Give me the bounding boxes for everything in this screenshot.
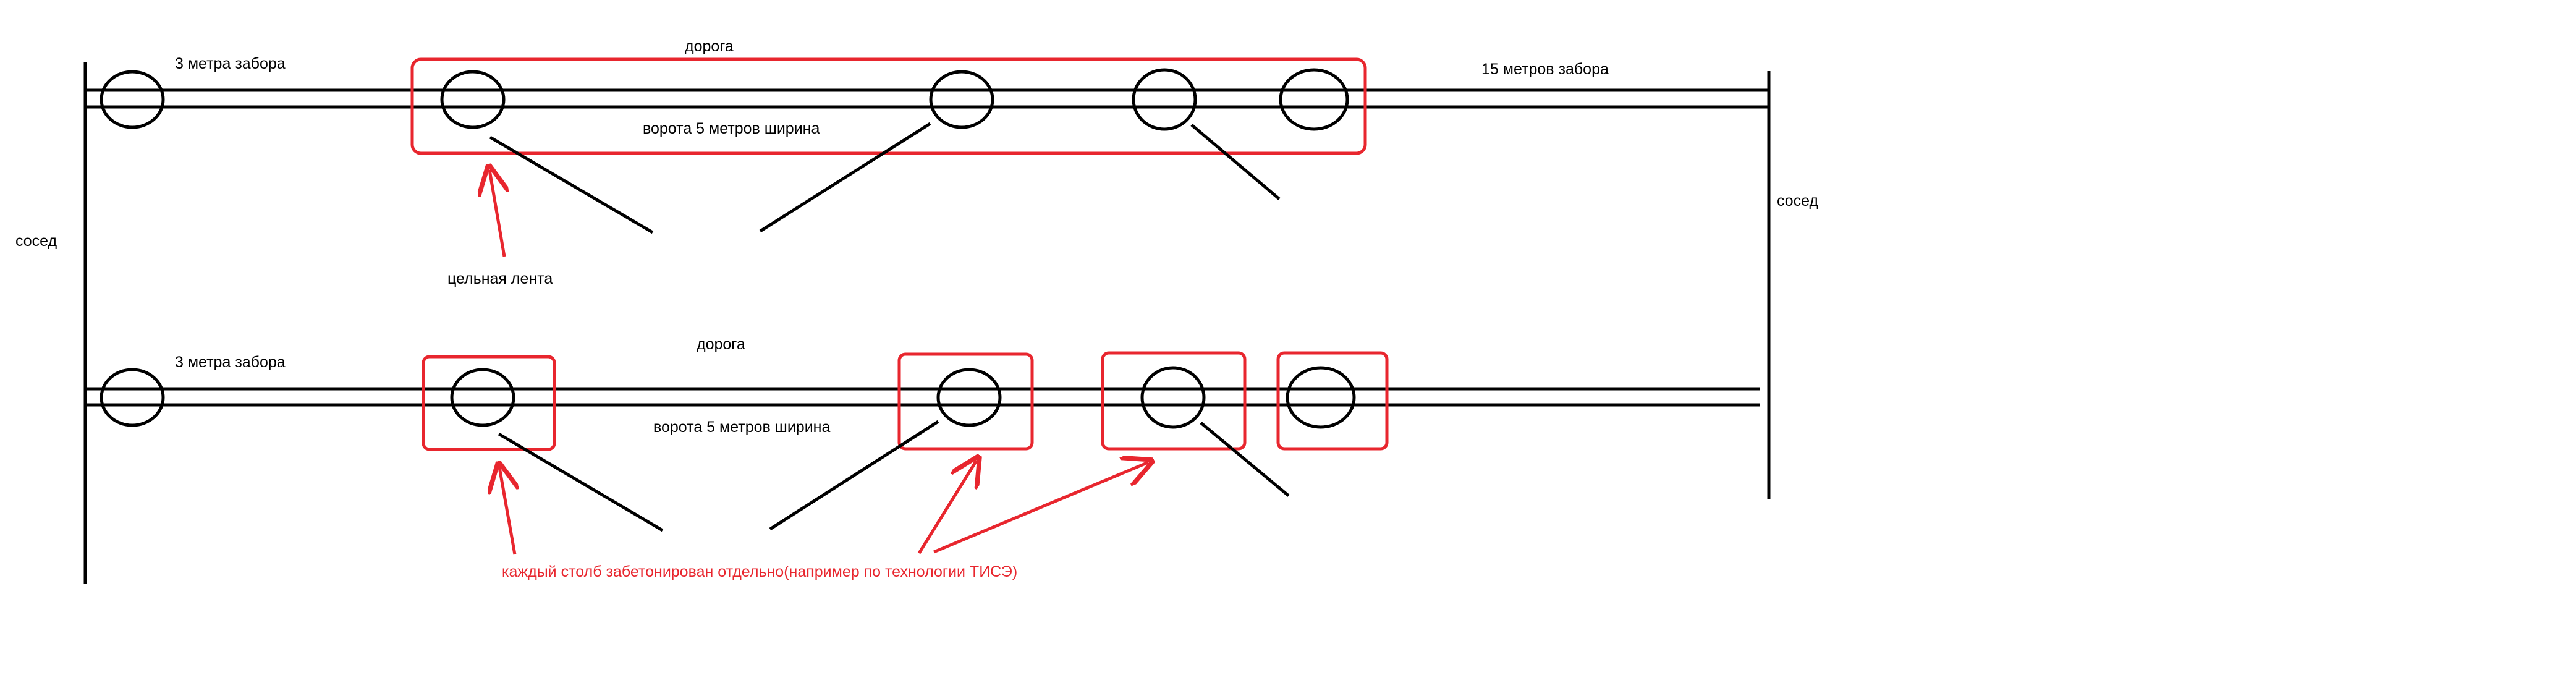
top-wicket-leaf: [1190, 124, 1281, 200]
top-road-label: дорога: [685, 38, 734, 55]
top-post-3: [929, 70, 994, 129]
bottom-callout-label: каждый столб забетонирован отдельно(напр…: [502, 563, 1017, 580]
bottom-post-5: [1286, 366, 1356, 429]
top-post-1: [100, 70, 165, 129]
bottom-post-footing-2: [897, 352, 1034, 451]
bottom-post-4: [1140, 366, 1206, 429]
top-fence-right-label: 15 метров забора: [1481, 61, 1609, 78]
bottom-post-2: [450, 368, 515, 427]
top-post-2: [440, 70, 506, 129]
left-neighbor-label: сосед: [15, 232, 57, 250]
top-variant: дорога 3 метра забора 15 метров забора в…: [85, 38, 1769, 287]
bottom-gate-label: ворота 5 метров ширина: [653, 418, 830, 436]
top-gate-leaf-left: [489, 135, 654, 234]
top-gate-label: ворота 5 метров ширина: [643, 120, 820, 137]
top-post-4: [1132, 68, 1197, 131]
bottom-variant: дорога 3 метра забора ворота 5 метров ши…: [85, 336, 1760, 580]
top-callout-arrow: [489, 170, 504, 257]
bottom-road-label: дорога: [697, 336, 745, 353]
bottom-post-1: [100, 368, 165, 427]
bottom-post-footing-3: [1101, 351, 1247, 451]
bottom-gate-leaf-right: [769, 420, 939, 531]
top-post-5: [1279, 68, 1349, 131]
bottom-post-footing-1: [422, 355, 556, 451]
top-fence-left-label: 3 метра забора: [175, 55, 286, 72]
bottom-post-3: [936, 368, 1002, 427]
bottom-callout-arrow-3: [933, 462, 1148, 554]
bottom-wicket-leaf: [1200, 422, 1290, 497]
top-callout-label: цельная лента: [447, 270, 553, 287]
bottom-gate-leaf-left: [498, 432, 664, 532]
bottom-callout-arrow-2: [917, 461, 977, 554]
right-neighbor-label: сосед: [1777, 192, 1819, 210]
top-gate-leaf-right: [759, 122, 931, 233]
bottom-callout-arrow-1: [499, 467, 515, 555]
bottom-post-footing-4: [1276, 351, 1389, 451]
bottom-fence-left-label: 3 метра забора: [175, 354, 286, 371]
top-continuous-strip-foundation: [410, 57, 1367, 155]
